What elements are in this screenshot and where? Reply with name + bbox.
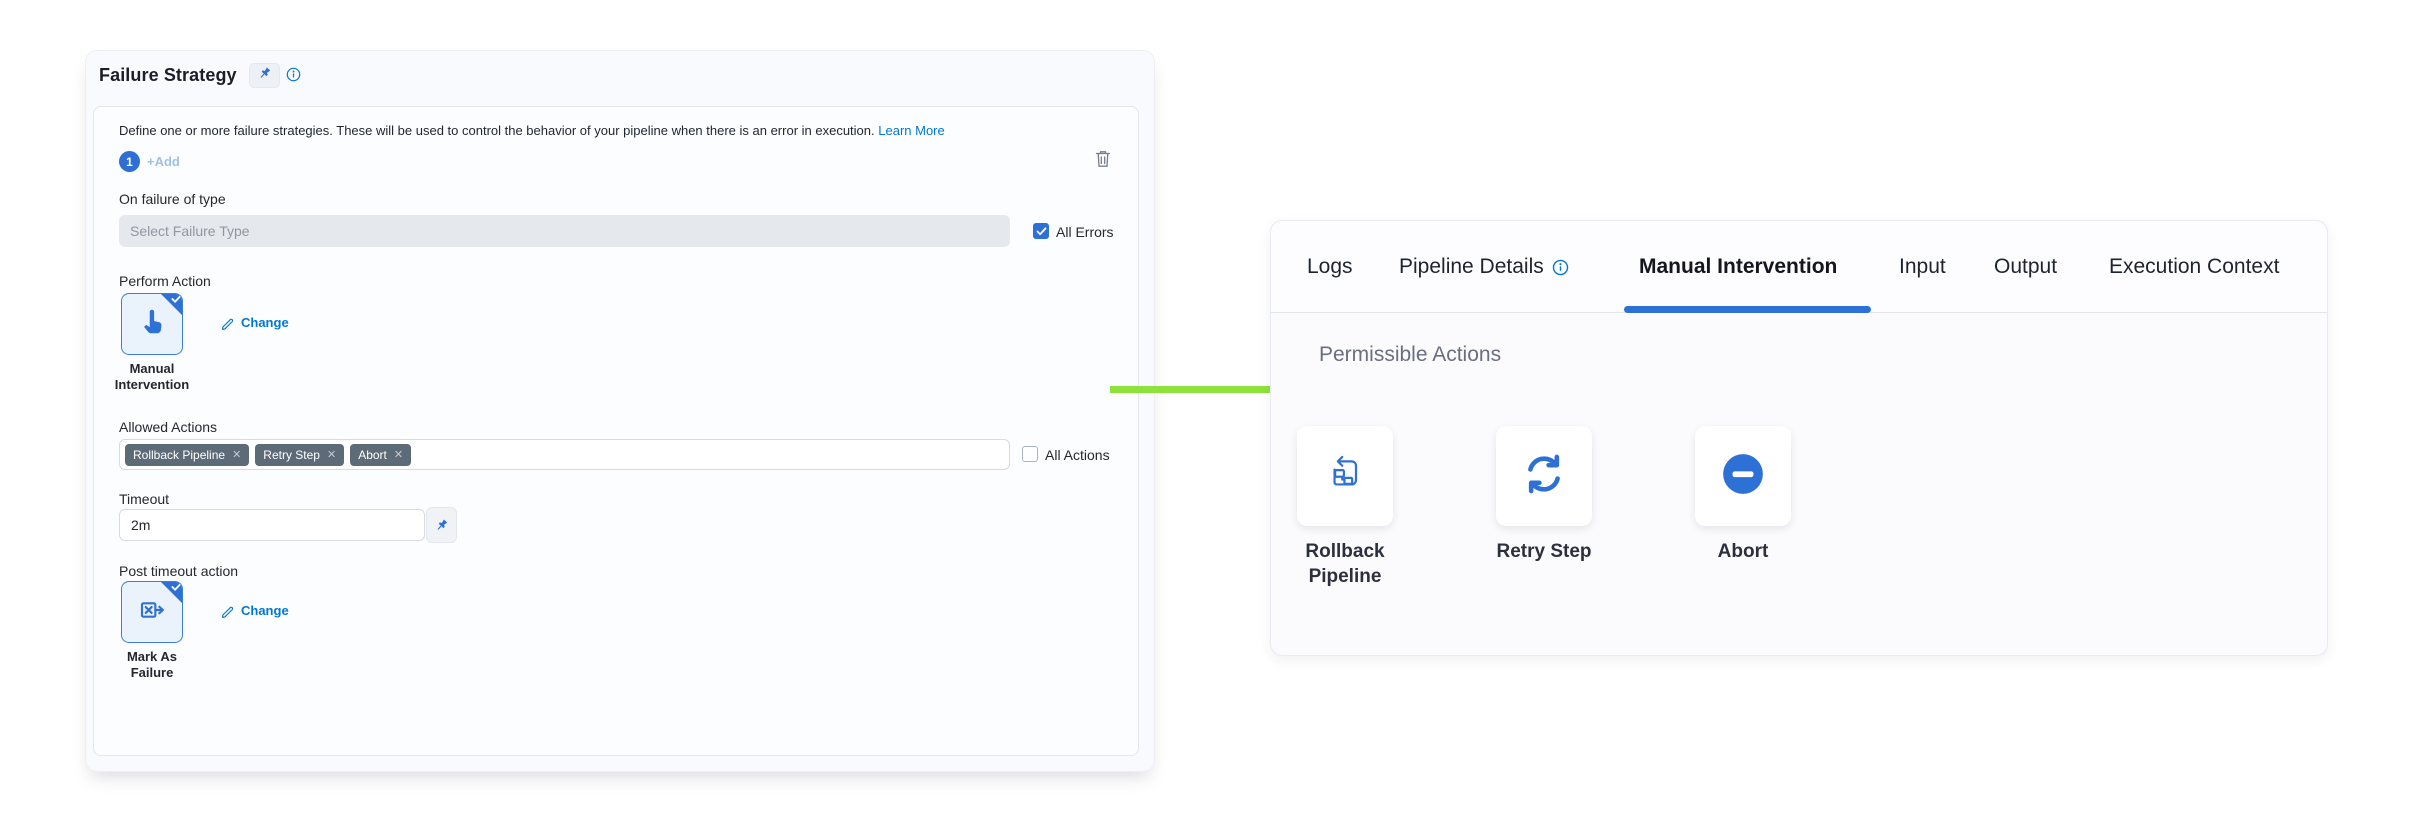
strategy-index-badge[interactable]: 1 <box>119 151 140 172</box>
timeout-label: Timeout <box>119 491 169 507</box>
tab-input[interactable]: Input <box>1899 221 1946 313</box>
all-actions-label: All Actions <box>1045 447 1110 463</box>
delete-strategy-button[interactable] <box>1094 149 1112 169</box>
retry-step-action-card[interactable] <box>1496 426 1592 526</box>
learn-more-link[interactable]: Learn More <box>878 123 944 138</box>
hand-pointer-icon <box>137 307 167 342</box>
description-text: Define one or more failure strategies. T… <box>119 123 1099 138</box>
panel-title: Failure Strategy <box>99 65 237 86</box>
abort-action-card[interactable] <box>1695 426 1791 526</box>
allowed-actions-label: Allowed Actions <box>119 419 217 435</box>
add-strategy-button[interactable]: +Add <box>147 154 180 169</box>
failure-strategy-panel: Failure Strategy Define one or more fail… <box>85 50 1155 772</box>
rollback-pipeline-action-card[interactable] <box>1297 426 1393 526</box>
pin-icon <box>257 66 272 86</box>
perform-action-label: Perform Action <box>119 273 211 289</box>
on-failure-label: On failure of type <box>119 191 226 207</box>
step-details-panel: Logs Pipeline Details Manual Interventio… <box>1270 220 2328 656</box>
manual-intervention-card[interactable] <box>121 293 183 355</box>
pin-button[interactable] <box>249 63 280 88</box>
info-icon[interactable] <box>286 67 301 82</box>
tab-pipeline-details[interactable]: Pipeline Details <box>1399 221 1569 313</box>
info-icon <box>1552 259 1569 276</box>
tag-remove-icon[interactable]: ✕ <box>394 448 403 461</box>
allowed-actions-input[interactable]: Rollback Pipeline ✕ Retry Step ✕ Abort ✕ <box>119 439 1010 470</box>
abort-icon <box>1720 451 1766 502</box>
abort-label: Abort <box>1663 539 1823 564</box>
tab-manual-intervention[interactable]: Manual Intervention <box>1639 221 1837 313</box>
failure-type-select[interactable] <box>119 215 1010 247</box>
retry-step-label: Retry Step <box>1464 539 1624 564</box>
all-errors-checkbox[interactable] <box>1033 223 1049 239</box>
pin-icon <box>434 518 449 533</box>
post-timeout-action-name: Mark As Failure <box>100 649 204 681</box>
all-errors-label: All Errors <box>1056 224 1114 240</box>
perform-action-name: Manual Intervention <box>100 361 204 393</box>
allowed-action-tag[interactable]: Abort ✕ <box>350 444 411 466</box>
post-timeout-label: Post timeout action <box>119 563 238 579</box>
tab-output[interactable]: Output <box>1994 221 2057 313</box>
pencil-icon <box>221 604 235 618</box>
allowed-action-tag[interactable]: Retry Step ✕ <box>255 444 344 466</box>
mark-as-failure-card[interactable] <box>121 581 183 643</box>
pencil-icon <box>221 316 235 330</box>
timeout-pin-button[interactable] <box>426 507 457 543</box>
tab-logs[interactable]: Logs <box>1307 221 1353 313</box>
tab-bar: Logs Pipeline Details Manual Interventio… <box>1271 221 2327 313</box>
allowed-action-tag[interactable]: Rollback Pipeline ✕ <box>125 444 249 466</box>
change-post-timeout-button[interactable]: Change <box>221 603 289 618</box>
mark-as-failure-icon <box>136 594 168 631</box>
timeout-input[interactable] <box>119 509 425 541</box>
tag-remove-icon[interactable]: ✕ <box>232 448 241 461</box>
tag-remove-icon[interactable]: ✕ <box>327 448 336 461</box>
rollback-pipeline-icon <box>1323 452 1367 501</box>
retry-icon <box>1521 451 1567 502</box>
all-actions-checkbox[interactable] <box>1022 446 1038 462</box>
tab-execution-context[interactable]: Execution Context <box>2109 221 2279 313</box>
rollback-pipeline-label: Rollback Pipeline <box>1265 539 1425 589</box>
active-tab-indicator <box>1624 306 1871 313</box>
change-perform-action-button[interactable]: Change <box>221 315 289 330</box>
section-title: Permissible Actions <box>1319 343 1501 367</box>
strategy-editor-card: Define one or more failure strategies. T… <box>93 106 1139 756</box>
